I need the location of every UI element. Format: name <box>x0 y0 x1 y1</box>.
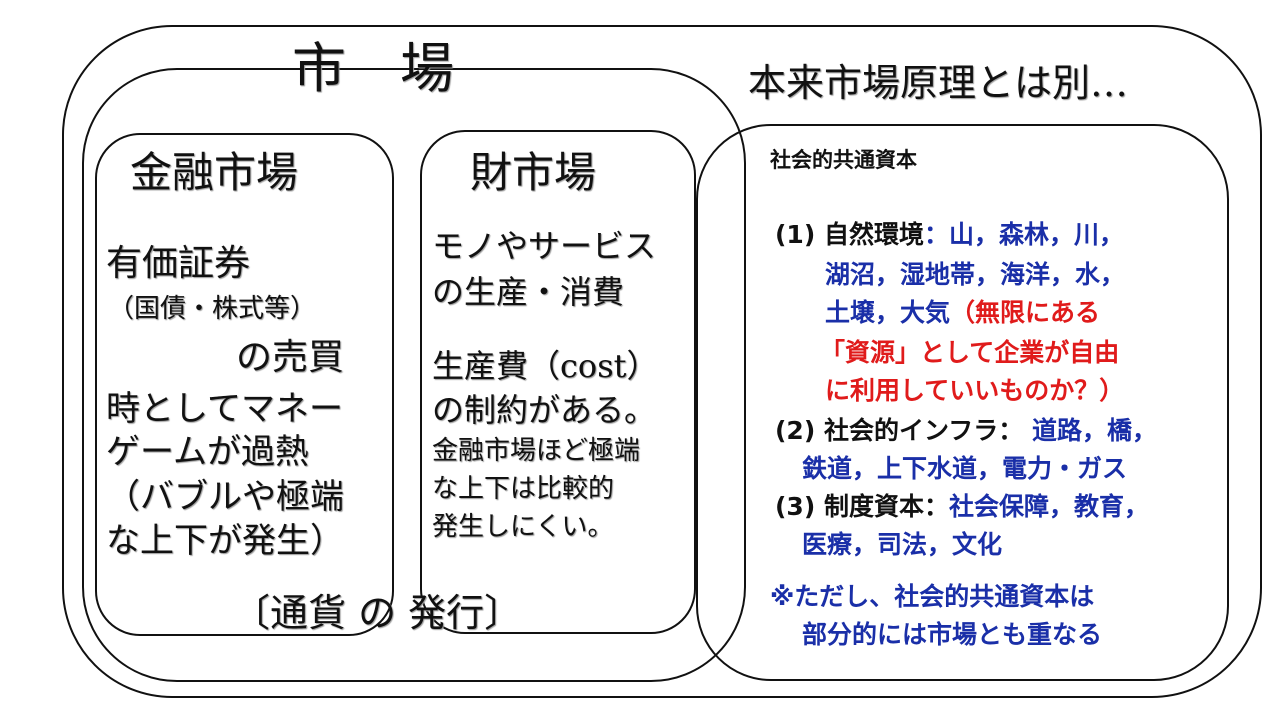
item1-sep: ： <box>923 220 949 249</box>
currency-issue-label: 〔通貨 の 発行〕 <box>232 591 523 635</box>
financial-line: ゲームが過熱 <box>106 432 309 472</box>
goods-line: モノやサービス <box>432 227 657 265</box>
market-region <box>82 68 746 682</box>
goods-line: の生産・消費 <box>432 273 625 311</box>
item3-values: 社会保障，教育， <box>948 492 1149 521</box>
item2-line2: 鉄道，上下水道，電力・ガス <box>802 454 1128 483</box>
item2-values: 道路，橋， <box>1031 416 1157 445</box>
item1-line1: (1) 自然環境：山，森林，川， <box>775 222 1124 247</box>
financial-market-title: 金融市場 <box>130 148 299 197</box>
goods-small-line: 金融市場ほど極端 <box>432 436 641 466</box>
item1-question-line: 「資源」として企業が自由 <box>820 338 1120 367</box>
goods-small-line: な上下は比較的 <box>432 474 615 504</box>
social-capital-title: 社会的共通資本 <box>770 148 917 172</box>
item1-question-start: （無限にある <box>950 298 1101 327</box>
item3-sep: ： <box>923 492 949 521</box>
market-title: 市 場 <box>292 37 454 100</box>
financial-line: の売買 <box>236 337 345 378</box>
social-capital-box <box>696 124 1229 681</box>
item2-sep: ： <box>998 416 1024 445</box>
goods-market-title: 財市場 <box>470 148 597 197</box>
financial-line: 有価証券 <box>106 243 251 284</box>
item2-label: (2) 社会的インフラ <box>775 416 999 445</box>
goods-market-box <box>420 130 696 634</box>
financial-market-box <box>95 133 394 636</box>
financial-line: （バブルや極端 <box>106 477 344 517</box>
outside-label: 本来市場原理とは別… <box>748 61 1129 105</box>
goods-small-line: 発生しにくい。 <box>432 512 614 542</box>
item3-line2: 医療，司法，文化 <box>802 530 1003 559</box>
whole-frame <box>62 25 1262 698</box>
item1-line3: 土壌，大気（無限にある <box>825 300 1100 325</box>
item1-question-line: に利用していいものか？） <box>825 376 1125 405</box>
financial-line: 時としてマネー <box>106 389 343 429</box>
item3-label: (3) 制度資本 <box>775 492 924 521</box>
financial-line: （国債・株式等） <box>108 294 317 324</box>
item1-label: (1) 自然環境 <box>775 220 924 249</box>
item1-line2: 湖沼，湿地帯，海洋，水， <box>825 260 1126 289</box>
item1-values: 山，森林，川， <box>948 220 1124 249</box>
financial-line: な上下が発生） <box>106 521 344 561</box>
note-line: ※ただし、社会的共通資本は <box>770 582 1095 611</box>
goods-line: 生産費（cost） <box>432 347 659 385</box>
item3-line1: (3) 制度資本：社会保障，教育， <box>775 494 1149 519</box>
note-line: 部分的には市場とも重なる <box>802 620 1103 649</box>
item1-values-3: 土壌，大気 <box>825 298 951 327</box>
item2-line1: (2) 社会的インフラ： 道路，橋， <box>775 418 1157 443</box>
goods-line: の制約がある。 <box>432 391 657 429</box>
